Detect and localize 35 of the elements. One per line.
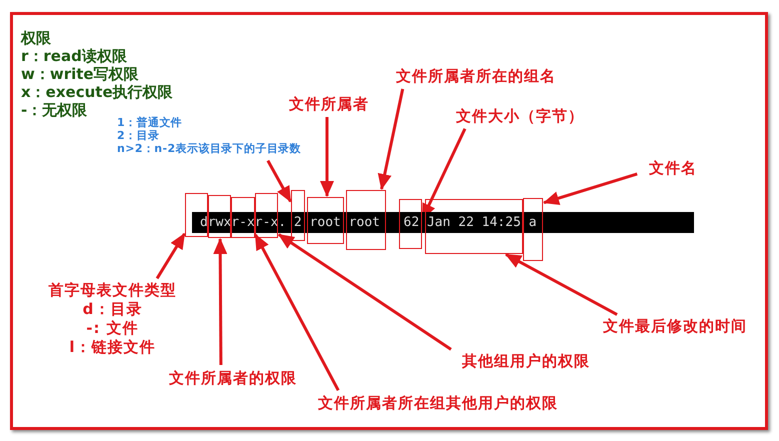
arrow [266,160,292,202]
callout-label: 文件最后修改的时间 [590,316,760,336]
arrow [543,172,638,205]
callout-label: l：链接文件 [68,338,157,357]
arrow [320,117,334,197]
highlight-box [291,190,305,241]
callout-label: 文件名 [640,158,706,178]
callout-label: -: 文件 [85,319,140,338]
callout-label: 文件所属者所在的组名 [384,66,568,86]
permission-note: x：execute执行权限 [21,84,173,101]
callout-label: 文件所属者所在组其他用户的权限 [298,393,578,413]
callout-label: 文件所属者的权限 [158,368,308,388]
highlight-box [346,190,386,250]
arrow [156,232,186,280]
highlight-box [425,199,523,254]
callout-label: 文件所属者 [282,94,376,114]
highlight-box [307,197,344,244]
callout-label: 首字母表文件类型 [48,281,178,300]
permission-note: w：write写权限 [21,66,139,83]
arrow [213,238,228,366]
arrow [278,233,452,351]
arrow [378,88,404,190]
heading-text: 权限 [21,30,51,47]
callout-label: 1：普通文件 [117,116,184,129]
permission-note: -：无权限 [21,102,88,119]
callout-label: n>2：n-2表示该目录下的子目录数 [117,142,302,155]
highlight-box [523,198,543,261]
arrow [254,234,340,392]
permission-note: r：read读权限 [21,48,127,65]
arrow [505,253,618,316]
callout-label: 2：目录 [117,129,160,142]
highlight-box [399,199,422,249]
callout-label: 文件大小（字节） [450,106,590,126]
callout-label: 其他组用户的权限 [450,351,602,371]
callout-label: d：目录 [82,300,144,319]
